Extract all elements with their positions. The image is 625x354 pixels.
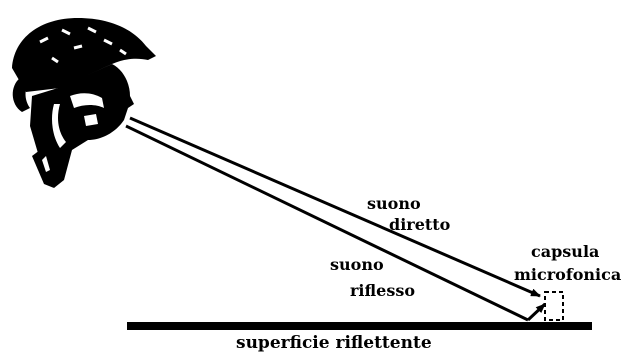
reflected-sound-label-1: suono xyxy=(330,255,384,274)
direct-sound-ray xyxy=(129,116,541,298)
microphone-label-2: microfonica xyxy=(514,265,622,284)
reflected-sound-ray xyxy=(125,124,529,322)
person-head-icon xyxy=(12,18,156,188)
reflected-sound-label-2: riflesso xyxy=(350,281,416,300)
microphone-capsule-icon xyxy=(544,291,564,321)
direct-sound-label-1: suono xyxy=(367,194,421,213)
surface-label: superficie riflettente xyxy=(236,333,432,353)
microphone-label-1: capsula xyxy=(531,242,600,261)
direct-sound-label-2: diretto xyxy=(389,215,451,234)
reflected-bounce-ray xyxy=(526,302,547,322)
reflecting-surface xyxy=(127,322,592,330)
